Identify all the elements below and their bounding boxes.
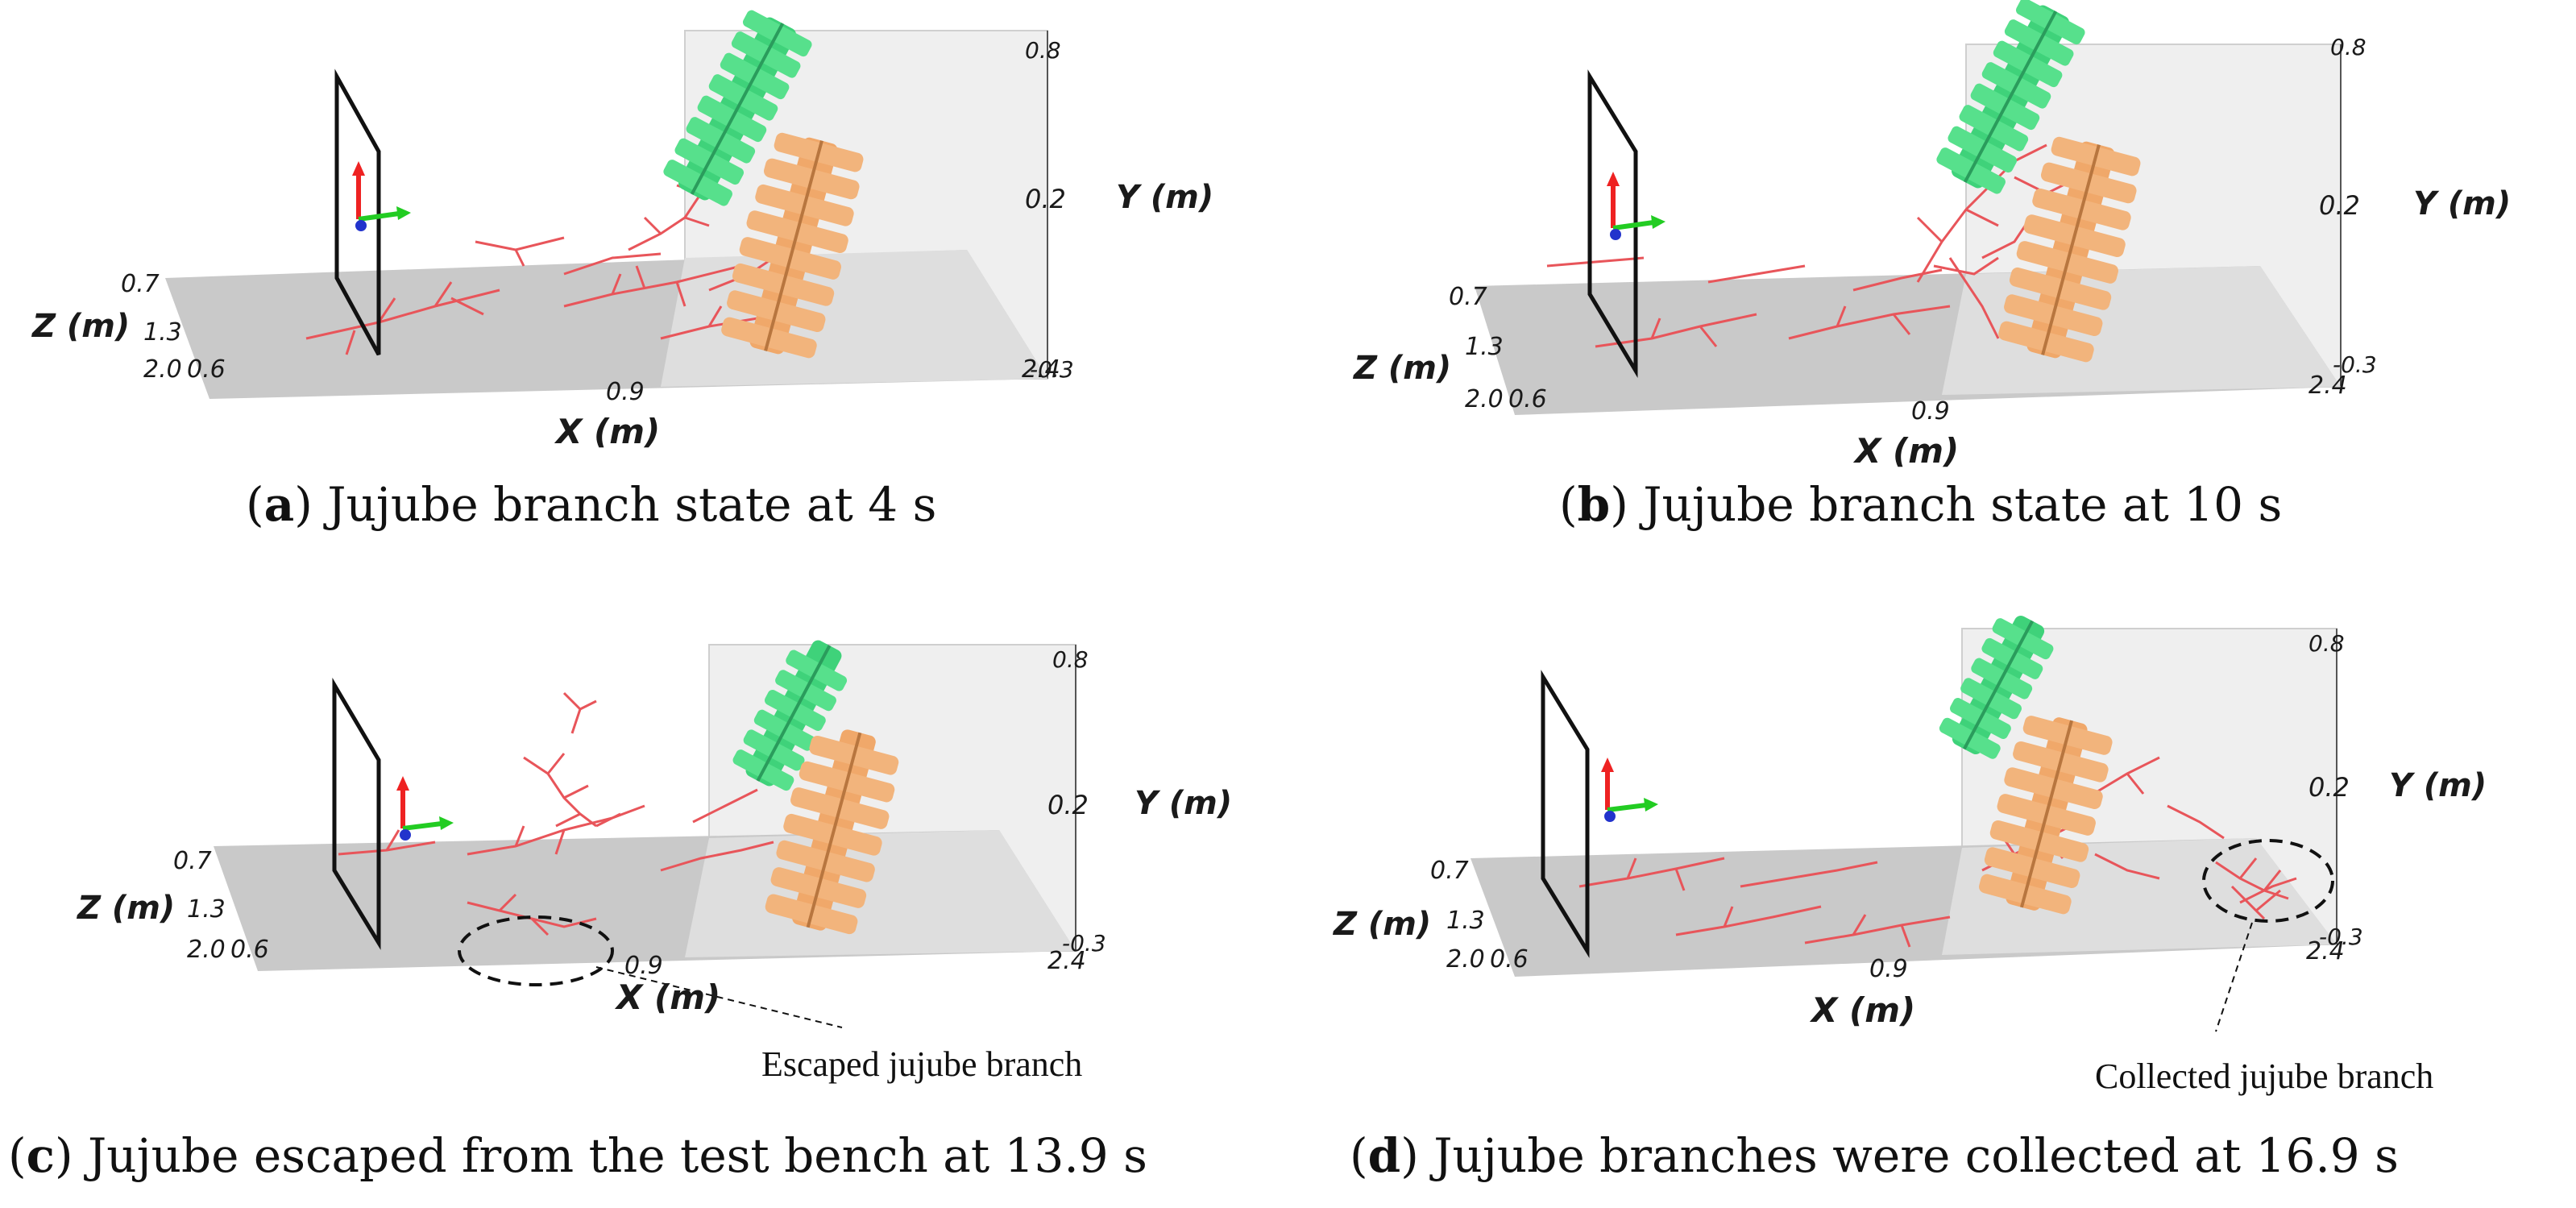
tick-z-a: 0.7 bbox=[1430, 857, 1469, 885]
tick-y-bot: -0.3 bbox=[1030, 356, 1074, 383]
tick-z-c: 2.0 bbox=[1465, 385, 1504, 413]
caption-text: Jujube escaped from the test bench at 13… bbox=[73, 1128, 1147, 1183]
caption-a: (a) Jujube branch state at 4 s bbox=[246, 477, 937, 532]
tick-x-a: 0.6 bbox=[1508, 385, 1547, 413]
tick-z-a: 0.7 bbox=[1449, 283, 1487, 311]
axis-label-x: X (m) bbox=[1852, 431, 1959, 471]
tick-y-top: 0.8 bbox=[1025, 37, 1061, 64]
tick-y-top: 0.8 bbox=[2330, 34, 2367, 60]
tick-y-top: 0.8 bbox=[1052, 646, 1089, 673]
upper-roller bbox=[663, 10, 812, 206]
axis-label-x: X (m) bbox=[614, 978, 720, 1017]
tick-x-b: 0.9 bbox=[1869, 955, 1908, 983]
tick-y-bot: -0.3 bbox=[1062, 930, 1106, 957]
tick-z-c: 2.0 bbox=[143, 355, 182, 384]
caption-letter: b bbox=[1577, 477, 1611, 532]
panel-b: 0.8 0.2 -0.3 Y (m) 0.7 1.3 2.0 Z (m) 0.6… bbox=[1273, 0, 2576, 564]
tick-x-b: 0.9 bbox=[606, 378, 645, 406]
upper-roller bbox=[1936, 0, 2085, 194]
annotation-escaped: Escaped jujube branch bbox=[761, 1044, 1082, 1084]
tick-x-b: 0.9 bbox=[1911, 397, 1950, 425]
panel-d: Collected jujube branch 0.8 0.2 -0.3 Y (… bbox=[1289, 612, 2576, 1208]
caption-text: Jujube branches were collected at 16.9 s bbox=[1418, 1128, 2399, 1183]
caption-b: (b) Jujube branch state at 10 s bbox=[1559, 477, 2283, 532]
tick-z-c: 2.0 bbox=[1446, 945, 1485, 973]
scene-a: 0.8 0.2 -0.3 Y (m) 0.7 1.3 2.0 Z (m) 0.6… bbox=[31, 10, 1213, 451]
axis-label-z: Z (m) bbox=[31, 308, 130, 345]
tick-z-a: 0.7 bbox=[121, 270, 160, 298]
coordinate-triad-icon bbox=[1607, 172, 1665, 240]
panel-a: 0.8 0.2 -0.3 Y (m) 0.7 1.3 2.0 Z (m) 0.6… bbox=[0, 0, 1257, 564]
tick-y-bot: -0.3 bbox=[2319, 924, 2363, 950]
pickup-frame bbox=[1587, 69, 1638, 379]
caption-d: (d) Jujube branches were collected at 16… bbox=[1350, 1128, 2399, 1183]
coordinate-triad-icon bbox=[352, 161, 411, 231]
axis-label-y: Y (m) bbox=[1116, 179, 1213, 216]
tick-y-mid: 0.2 bbox=[2319, 190, 2360, 221]
tick-x-c: 2.4 bbox=[1047, 947, 1086, 975]
escaped-branch-marker bbox=[458, 915, 614, 986]
scene-c: Escaped jujube branch 0.8 0.2 -0.3 Y (m)… bbox=[76, 640, 1232, 1084]
tick-y-top: 0.8 bbox=[2308, 630, 2345, 657]
tick-z-b: 1.3 bbox=[1446, 907, 1485, 935]
caption-letter: a bbox=[263, 477, 295, 532]
lower-roller bbox=[1979, 716, 2113, 915]
tick-x-b: 0.9 bbox=[624, 952, 663, 980]
lower-roller bbox=[1998, 136, 2141, 363]
tick-y-bot: -0.3 bbox=[2333, 351, 2377, 378]
collected-branch-marker bbox=[2202, 839, 2334, 923]
caption-letter: c bbox=[26, 1128, 55, 1183]
floor-light bbox=[685, 830, 1076, 957]
tick-y-mid: 0.2 bbox=[1025, 184, 1066, 214]
tick-x-a: 0.6 bbox=[187, 355, 226, 384]
coordinate-triad-icon bbox=[396, 776, 454, 841]
annotation-leader bbox=[2215, 922, 2253, 1032]
caption-text: Jujube branch state at 10 s bbox=[1628, 477, 2283, 532]
tick-z-b: 1.3 bbox=[187, 895, 226, 924]
caption-letter: d bbox=[1367, 1128, 1401, 1183]
pickup-frame bbox=[332, 677, 381, 950]
panel-c: Escaped jujube branch 0.8 0.2 -0.3 Y (m)… bbox=[0, 612, 1289, 1208]
tick-z-b: 1.3 bbox=[143, 318, 182, 347]
annotation-collected: Collected jujube branch bbox=[2095, 1056, 2433, 1096]
tick-x-a: 0.6 bbox=[1490, 945, 1529, 973]
lower-roller bbox=[721, 132, 864, 359]
tick-y-mid: 0.2 bbox=[2308, 772, 2350, 803]
axis-label-y: Y (m) bbox=[1135, 785, 1232, 822]
scene-d: Collected jujube branch 0.8 0.2 -0.3 Y (… bbox=[1332, 615, 2487, 1096]
caption-text: Jujube branch state at 4 s bbox=[312, 477, 937, 532]
coordinate-triad-icon bbox=[1601, 758, 1658, 822]
axis-label-z: Z (m) bbox=[76, 890, 175, 927]
tick-z-b: 1.3 bbox=[1465, 333, 1504, 361]
pickup-frame bbox=[1541, 670, 1590, 958]
caption-c: (c) Jujube escaped from the test bench a… bbox=[8, 1128, 1147, 1183]
tick-x-a: 0.6 bbox=[230, 936, 269, 964]
axis-label-y: Y (m) bbox=[2389, 767, 2487, 804]
axis-label-z: Z (m) bbox=[1352, 350, 1451, 387]
tick-y-mid: 0.2 bbox=[1047, 790, 1089, 820]
scene-b: 0.8 0.2 -0.3 Y (m) 0.7 1.3 2.0 Z (m) 0.6… bbox=[1352, 0, 2511, 471]
jujube-branches bbox=[338, 691, 774, 936]
lower-roller bbox=[765, 729, 899, 935]
axis-label-y: Y (m) bbox=[2413, 185, 2511, 222]
annotation-leader bbox=[595, 966, 843, 1028]
axis-label-z: Z (m) bbox=[1332, 906, 1431, 943]
tick-x-c: 2.4 bbox=[2306, 937, 2345, 965]
upper-roller bbox=[732, 640, 848, 791]
axis-label-x: X (m) bbox=[1809, 990, 1915, 1030]
tick-z-c: 2.0 bbox=[187, 936, 226, 964]
upper-roller bbox=[1939, 615, 2054, 759]
tick-x-c: 2.4 bbox=[1022, 355, 1060, 384]
tick-x-c: 2.4 bbox=[2308, 372, 2347, 400]
tick-z-a: 0.7 bbox=[173, 847, 212, 875]
axis-label-x: X (m) bbox=[554, 412, 660, 451]
pickup-frame bbox=[334, 68, 381, 356]
